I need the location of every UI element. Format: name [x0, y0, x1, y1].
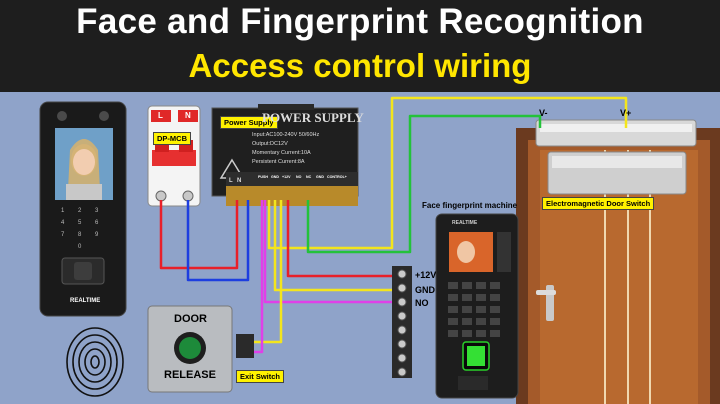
- left-device-brand: REALTIME: [70, 298, 100, 304]
- svg-text:1: 1: [61, 208, 65, 214]
- psu-terminal-gnd: GND: [271, 175, 279, 179]
- wires: [159, 96, 628, 354]
- psu-terminal-gnd2: GND: [316, 175, 324, 179]
- right-device-brand: REALTIME: [452, 220, 478, 226]
- psu-terminal-nc: NC: [306, 175, 312, 179]
- wire-magenta-exit: [254, 200, 264, 354]
- svg-text:3: 3: [95, 208, 99, 214]
- no-label: NO: [415, 298, 429, 308]
- plus12v-label: +12V: [415, 270, 437, 280]
- power-supply-label: Power Supply: [220, 116, 278, 129]
- wire-red-12v: [286, 200, 400, 278]
- psu-warning-n: N: [237, 178, 242, 184]
- wire-yellow-exit: [254, 200, 283, 344]
- exit-switch-label: Exit Switch: [236, 370, 285, 383]
- wire-green-lock: [306, 114, 542, 254]
- psu-spec-2: Momentary Current:10A: [252, 150, 311, 156]
- wire-blue-mains: [186, 200, 250, 282]
- title-banner: Face and Fingerprint Recognition Access …: [0, 0, 720, 92]
- wire-magenta-no: [263, 200, 400, 304]
- psu-warning-l: L: [229, 178, 233, 184]
- svg-text:8: 8: [78, 232, 82, 238]
- psu-spec-3: Persistent Current:8A: [252, 159, 305, 165]
- diagram-subtitle: Access control wiring: [188, 47, 532, 84]
- dp-mcb: [147, 105, 201, 207]
- wire-yellow-lock: [267, 96, 628, 250]
- fingerprint-icon: [66, 327, 124, 397]
- svg-text:9: 9: [95, 232, 99, 238]
- psu-header: POWER SUPPLY: [262, 110, 364, 125]
- psu-terminal-control: CONTROL+: [327, 175, 347, 179]
- mcb-l-label: L: [158, 111, 163, 120]
- wire-yellow-gnd: [273, 200, 400, 292]
- face-machine-label: Face fingerprint machine: [422, 201, 518, 210]
- left-face-device: 1 2 3 4 5 6 7 8 9 0 REALTIME: [39, 101, 127, 317]
- electromagnetic-lock: [535, 119, 697, 195]
- power-supply-unit: [211, 104, 359, 206]
- svg-text:0: 0: [78, 244, 82, 250]
- psu-terminal-push: PUSH: [258, 175, 268, 179]
- psu-terminal-no: NO: [296, 175, 302, 179]
- wire-red-mains: [159, 200, 239, 270]
- v-minus-label: V-: [539, 108, 548, 118]
- svg-text:2: 2: [78, 208, 82, 214]
- terminal-strip: [392, 266, 412, 378]
- psu-spec-1: Output:DC12V: [252, 141, 288, 147]
- diagram-title: Face and Fingerprint Recognition: [76, 2, 644, 41]
- exit-button: [147, 305, 254, 393]
- svg-text:7: 7: [61, 232, 65, 238]
- exit-button-top-text: DOOR: [174, 313, 207, 325]
- mcb-n-label: N: [185, 111, 191, 120]
- svg-text:4: 4: [61, 220, 65, 226]
- psu-terminal-12v: +12V: [282, 175, 291, 179]
- v-plus-label: V+: [620, 108, 632, 118]
- psu-spec-0: Input:AC100-240V 50/60Hz: [252, 132, 320, 138]
- dp-mcb-label: DP-MCB: [153, 132, 191, 145]
- door-handle: [536, 290, 556, 295]
- svg-text:5: 5: [78, 220, 82, 226]
- exit-button-bottom-text: RELEASE: [164, 369, 216, 381]
- svg-text:6: 6: [95, 220, 99, 226]
- door-switch-label: Electromagnetic Door Switch: [542, 197, 655, 210]
- gnd-label: GND: [415, 285, 435, 295]
- right-face-machine: [435, 213, 519, 399]
